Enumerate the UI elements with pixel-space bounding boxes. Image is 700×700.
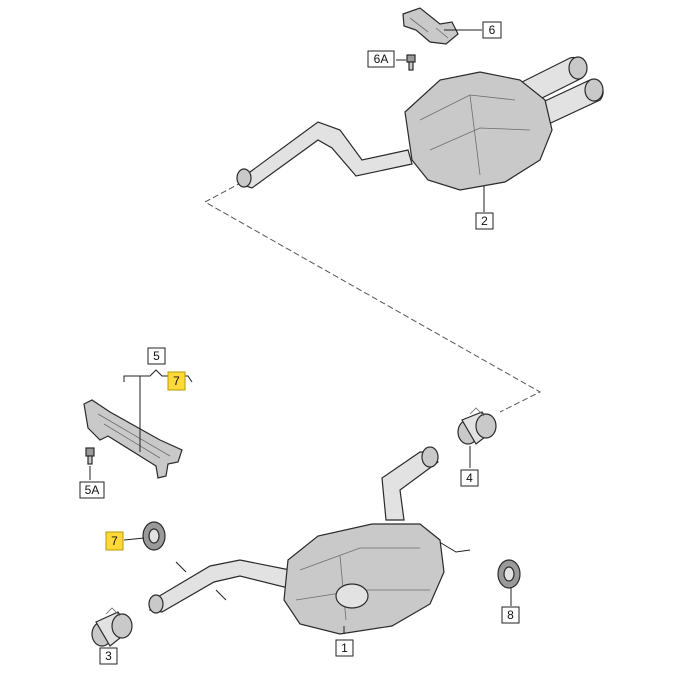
callout-1[interactable]: 1	[335, 639, 354, 657]
callout-8[interactable]: 8	[501, 606, 520, 624]
callout-3[interactable]: 3	[99, 647, 118, 665]
callout-6a-label: 6A	[374, 52, 389, 66]
part-8-rubber-mount[interactable]	[497, 559, 521, 589]
part-5a-bolt[interactable]	[85, 447, 95, 465]
callout-4-label: 4	[466, 471, 473, 485]
leader-7	[123, 537, 145, 541]
callout-7-lower[interactable]: 7	[105, 531, 124, 551]
connection-dashed-line	[203, 177, 542, 413]
callout-5a[interactable]: 5A	[79, 481, 105, 499]
callout-8-label: 8	[507, 608, 514, 622]
callout-2[interactable]: 2	[475, 212, 494, 230]
callout-5-label: 5	[153, 349, 160, 363]
part-1-center-silencer[interactable]	[148, 446, 471, 635]
callout-6[interactable]: 6	[482, 21, 502, 39]
callout-3-label: 3	[105, 649, 112, 663]
callout-1-label: 1	[341, 641, 348, 655]
callout-6-label: 6	[489, 23, 496, 37]
callout-4[interactable]: 4	[460, 469, 479, 487]
callout-5[interactable]: 5	[147, 347, 166, 365]
leader-5-bracket	[123, 369, 193, 383]
part-6a-bolt[interactable]	[406, 54, 416, 71]
callout-6a[interactable]: 6A	[367, 50, 395, 68]
callout-5a-label: 5A	[85, 483, 100, 497]
part-5-hanger-bracket[interactable]	[83, 399, 183, 479]
callout-2-label: 2	[481, 214, 488, 228]
callout-7-upper[interactable]: 7	[167, 371, 186, 391]
part-2-rear-silencer[interactable]	[236, 56, 604, 191]
part-3-clamp[interactable]	[91, 607, 133, 647]
callout-7-upper-label: 7	[173, 374, 180, 388]
part-6-bracket[interactable]	[402, 7, 459, 45]
callout-7-lower-label: 7	[111, 534, 118, 548]
part-4-clamp[interactable]	[457, 407, 497, 445]
part-7-rubber-mount[interactable]	[142, 521, 166, 551]
